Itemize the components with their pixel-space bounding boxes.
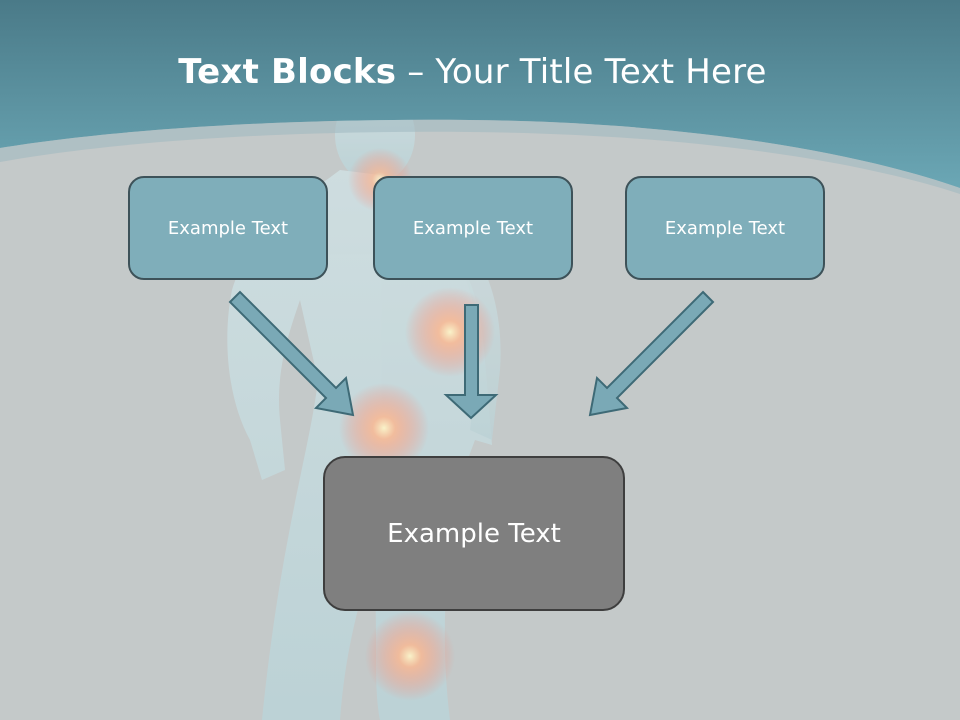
title-bold: Text Blocks [178,52,397,92]
text-block-right-label: Example Text [664,217,786,239]
slide-title: Text Blocks – Your Title Text Here [0,52,945,92]
text-block-center-label: Example Text [412,217,534,239]
text-block-bottom[interactable]: Example Text [323,456,625,611]
text-block-right[interactable]: Example Text [625,176,825,280]
header-band [0,0,960,194]
text-block-left[interactable]: Example Text [128,176,328,280]
text-block-left-label: Example Text [167,217,289,239]
text-block-center[interactable]: Example Text [373,176,573,280]
text-block-bottom-label: Example Text [387,518,561,549]
title-regular: Your Title Text Here [435,52,767,92]
title-separator: – [396,52,436,92]
